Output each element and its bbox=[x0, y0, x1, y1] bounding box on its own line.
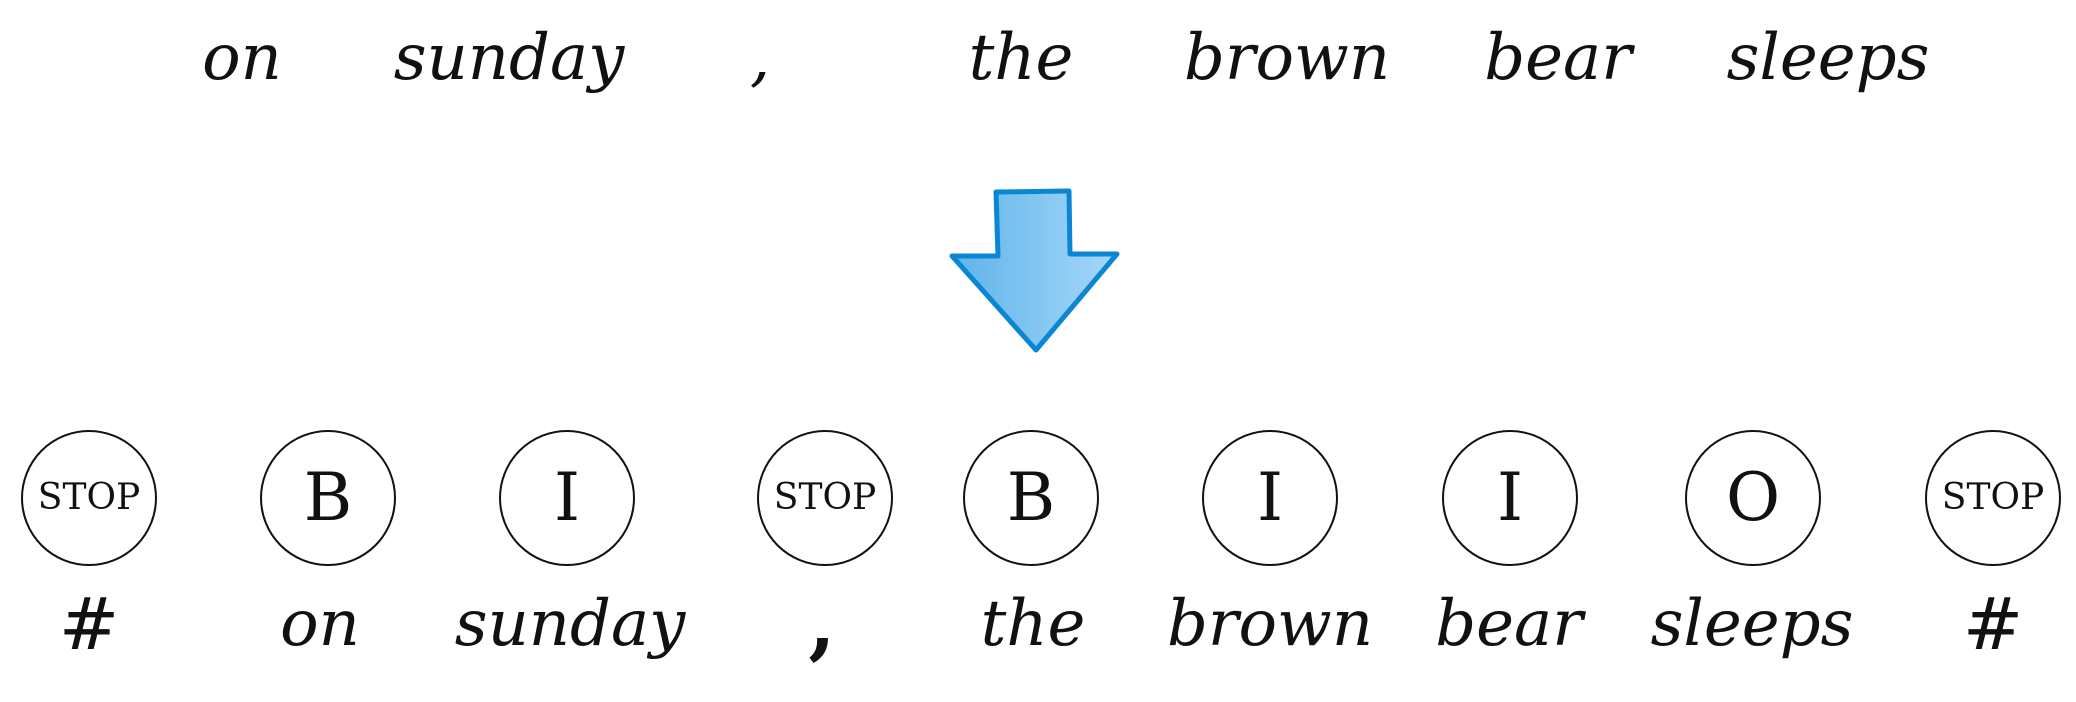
tag-label: STOP bbox=[37, 477, 141, 518]
tag-label: I bbox=[553, 459, 581, 536]
tag-node: I bbox=[1442, 430, 1578, 566]
tag-label: B bbox=[303, 459, 353, 536]
tag-node: I bbox=[499, 430, 635, 566]
token: sunday bbox=[454, 587, 686, 661]
tag-node: STOP bbox=[21, 430, 157, 566]
input-word: brown bbox=[1183, 21, 1391, 95]
token: , bbox=[808, 578, 836, 669]
tag-node: STOP bbox=[757, 430, 893, 566]
token: # bbox=[58, 582, 120, 666]
input-word: bear bbox=[1484, 21, 1632, 95]
tag-node: B bbox=[260, 430, 396, 566]
input-word: the bbox=[968, 21, 1074, 95]
token: bear bbox=[1435, 587, 1583, 661]
token: the bbox=[980, 587, 1086, 661]
tag-node: O bbox=[1685, 430, 1821, 566]
input-word: sleeps bbox=[1726, 21, 1930, 95]
tag-node: B bbox=[963, 430, 1099, 566]
tag-label: O bbox=[1725, 459, 1781, 536]
tag-label: STOP bbox=[1941, 477, 2045, 518]
input-word: , bbox=[749, 21, 771, 95]
input-word: sunday bbox=[393, 21, 625, 95]
tag-node: STOP bbox=[1925, 430, 2061, 566]
arrow-shape bbox=[949, 188, 1120, 353]
token: sleeps bbox=[1650, 587, 1854, 661]
tag-label: STOP bbox=[773, 477, 877, 518]
tag-label: I bbox=[1256, 459, 1284, 536]
tag-label: B bbox=[1006, 459, 1056, 536]
tag-node: I bbox=[1202, 430, 1338, 566]
token: on bbox=[280, 587, 360, 661]
token: brown bbox=[1166, 587, 1374, 661]
token: # bbox=[1962, 582, 2024, 666]
down-arrow-graphic bbox=[949, 188, 1120, 353]
tag-label: I bbox=[1496, 459, 1524, 536]
input-word: on bbox=[202, 21, 282, 95]
down-arrow-icon bbox=[948, 188, 1120, 354]
